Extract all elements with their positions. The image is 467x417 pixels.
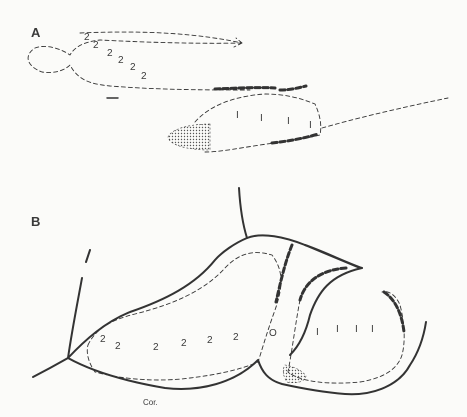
panel-b-heavy-edge-right xyxy=(298,266,348,302)
mark-one: I xyxy=(236,110,239,121)
panel-b-right-contour xyxy=(289,267,363,356)
mark-one: I xyxy=(260,113,263,124)
mark-one: I xyxy=(309,120,312,131)
panel-a-upper-heavy-edge xyxy=(213,86,277,91)
panel-a: A 2 2 2 2 2 2 I I I I xyxy=(27,25,449,153)
mark-2: 2 xyxy=(107,48,113,59)
mark-2: 2 xyxy=(130,62,136,73)
mark-2: 2 xyxy=(141,71,147,82)
panel-b-marks: 2 2 2 2 2 2 O I I I I xyxy=(100,324,374,353)
mark-2: 2 xyxy=(118,55,124,66)
panel-a-lower-heavy-edge xyxy=(270,132,320,145)
panel-b-left-branch xyxy=(32,357,69,378)
mark-one: I xyxy=(371,324,374,335)
mark-one: I xyxy=(287,116,290,127)
mark-2: 2 xyxy=(153,342,159,353)
panel-b-top-stalk xyxy=(238,187,248,239)
panel-a-stippled-tip xyxy=(167,123,211,151)
mark-2: 2 xyxy=(181,338,187,349)
panel-a-upper-outline xyxy=(27,31,251,91)
panel-a-lower-outline xyxy=(194,93,322,153)
panel-b-top-right-line xyxy=(304,244,361,269)
panel-b-vertical-line-left xyxy=(67,249,91,359)
panel-b-label: B xyxy=(31,214,40,229)
mark-2: 2 xyxy=(115,341,121,352)
panel-a-upper-marks: 2 2 2 2 2 2 xyxy=(84,32,147,82)
panel-b: B 2 2 2 2 2 2 O I I I I xyxy=(31,187,427,407)
panel-a-lower-marks: I I I I xyxy=(236,110,312,131)
panel-a-upper-heavy-tip xyxy=(278,84,308,92)
panel-b-lower-contour xyxy=(67,321,427,396)
mark-one: I xyxy=(336,324,339,335)
panel-b-inner-right-outline xyxy=(287,291,405,384)
mark-2: 2 xyxy=(207,335,213,346)
panel-b-stippled-region xyxy=(282,364,307,384)
panel-a-lower-tail xyxy=(321,97,449,129)
panel-a-label: A xyxy=(31,25,41,40)
mark-2: 2 xyxy=(100,334,106,345)
mark-2: 2 xyxy=(84,32,90,43)
cortex-label: Cor. xyxy=(143,398,158,407)
mark-one: I xyxy=(316,327,319,338)
mark-2: 2 xyxy=(233,332,239,343)
mark-2: 2 xyxy=(93,40,99,51)
panel-b-inner-outline xyxy=(86,252,282,381)
mark-one: I xyxy=(355,324,358,335)
panel-b-heavy-edge-center xyxy=(274,243,294,304)
mark-zero: O xyxy=(269,328,277,339)
panel-b-heavy-edge-far-right xyxy=(382,290,406,334)
